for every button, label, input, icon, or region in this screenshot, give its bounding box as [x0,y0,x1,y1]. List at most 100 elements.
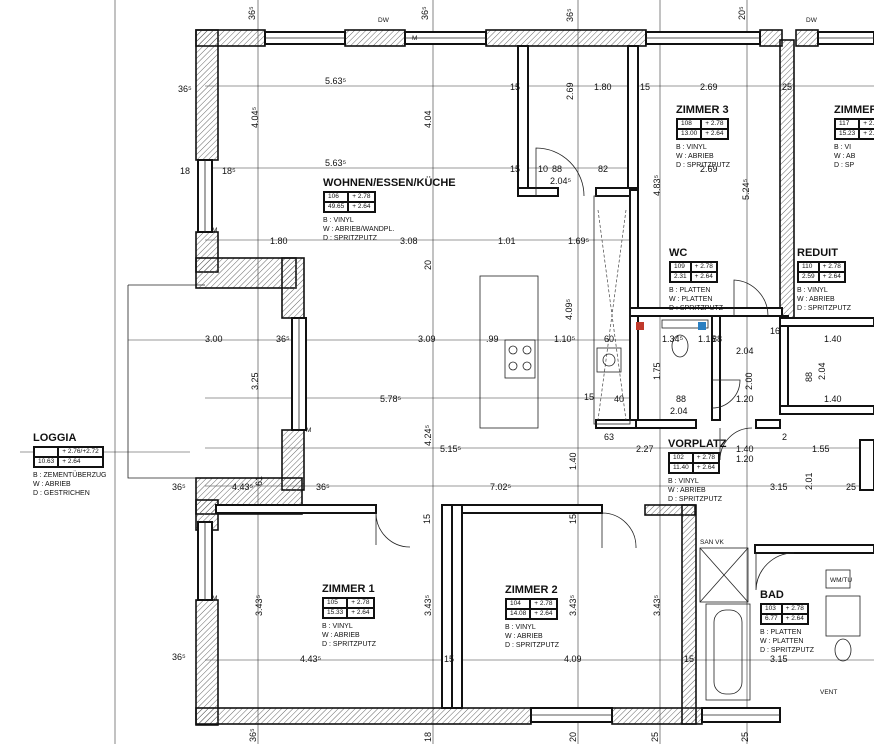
dim: 36⁵ [247,6,257,20]
dim: 2.69 [700,164,718,174]
room-tag: 110+ 2.78 2.59+ 2.64 [797,261,846,283]
spec-line: D : SPRITZPUTZ [676,162,731,169]
dim: 2.04 [736,346,754,356]
dim: 60 [604,334,614,344]
loggia-outline [127,284,205,479]
dim: 15 [684,654,694,664]
spec-line: D : SPRITZPUTZ [669,305,724,312]
dim: 15 [584,392,594,402]
spec-line: D : GESTRICHEN [33,490,90,497]
spec-line: B : VINYL [797,287,828,294]
spec-line: D : SPRITZPUTZ [322,641,377,648]
annotation-labels: DW DW M M M M SAN VK WM/TU VENT [212,17,852,696]
dim: 5.78⁵ [380,394,402,404]
m-label: M [212,595,217,602]
spec-line: B : VINYL [323,217,354,224]
dim: 18 [423,732,433,742]
dw-label: DW [806,17,818,24]
spec-line: B : VINYL [676,144,707,151]
dim: 82 [598,164,608,174]
room-tag: 117+ 2. 15.23+ 2. [834,118,874,140]
room-name: ZIMMER 2 [505,584,558,596]
dim: 1.10⁵ [554,334,576,344]
room-zimmer2: ZIMMER 2 104+ 2.78 14.08+ 2.64 B : VINYL… [505,584,559,650]
dim: 36⁵ [316,482,330,492]
dim: 2.04 [670,406,688,416]
dim: 4.09⁵ [564,298,574,320]
room-tag: 103+ 2.78 6.77+ 2.64 [760,603,809,625]
dw-label: DW [378,17,390,24]
dim: 2.69 [565,82,575,100]
dim: .99 [486,334,499,344]
dim: 1.16 [698,334,716,344]
dim: 16 [770,326,780,336]
room-tag: 105+ 2.78 15.33+ 2.64 [322,597,375,619]
dim: 25 [846,482,856,492]
dim: 2.01 [804,472,814,490]
dim: 88 [712,334,722,344]
dim: 1.34⁵ [662,334,684,344]
dim: 4.04⁵ [250,106,260,128]
spec-line: D : SPRITZPUTZ [505,642,560,649]
dim: 3.43⁵ [423,594,433,616]
spec-line: B : PLATTEN [669,287,711,294]
dim: 4.43⁵ [232,482,254,492]
dim: 3.43⁵ [652,594,662,616]
dim: 1.20 [736,454,754,464]
dim: 1.40 [824,334,842,344]
dim: 15 [568,514,578,524]
spec-line: B : VINYL [505,624,536,631]
room-tag: + 2.76/+2.72 10.63+ 2.64 [33,446,104,468]
dim: 1.69⁵ [568,236,590,246]
dim: 2.04 [817,362,827,380]
dim: 1.55 [812,444,830,454]
room-name: LOGGIA [33,432,77,444]
spec-line: D : SPRITZPUTZ [323,235,378,242]
dim: 36⁵ [172,652,186,662]
exterior-walls [195,29,819,726]
dim: 88 [804,372,814,382]
dim: 2.00 [744,372,754,390]
spec-line: B : PLATTEN [760,629,802,636]
room-zimmer-right: ZIMMER 117+ 2. 15.23+ 2. B : VI W : AB D… [834,104,874,170]
dim: 15 [640,82,650,92]
room-name: ZIMMER [834,104,874,116]
dim: 1.01 [498,236,516,246]
room-tag: 104+ 2.78 14.08+ 2.64 [505,598,558,620]
room-loggia: LOGGIA + 2.76/+2.72 10.63+ 2.64 B : ZEME… [33,432,107,498]
dim: 2 [782,432,787,442]
dim: 15 [444,654,454,664]
dim: 15 [510,164,520,174]
spec-line: B : ZEMENTÜBERZUG [33,472,107,479]
room-name: ZIMMER 1 [322,583,375,595]
dim: 3.15 [770,482,788,492]
dim: 61 [254,476,264,486]
dim: 36⁵ [172,482,186,492]
dim: 88 [676,394,686,404]
spec-line: D : SP [834,162,855,169]
spec-line: W : ABRIEB [33,481,71,488]
spec-line: W : PLATTEN [760,638,804,645]
spec-line: W : ABRIEB [676,153,714,160]
room-vorplatz: VORPLATZ 102+ 2.78 11.40+ 2.64 B : VINYL… [668,438,726,504]
spec-line: B : VINYL [668,478,699,485]
spec-line: D : SPRITZPUTZ [797,305,852,312]
spec-line: W : AB [834,153,856,160]
dim: 5.15⁵ [440,444,462,454]
room-reduit: REDUIT 110+ 2.78 2.59+ 2.64 B : VINYL W … [797,247,851,313]
dim: 20⁵ [737,6,747,20]
spec-line: W : ABRIEB [505,633,543,640]
dim: 3.25 [250,372,260,390]
spec-line: W : ABRIEB/WANDPL. [323,226,395,233]
kitchen-fixtures [479,195,631,429]
dim: 25 [782,82,792,92]
dim: 3.00 [205,334,223,344]
dim: 20 [568,732,578,742]
dim: 1.80 [270,236,288,246]
spec-line: W : ABRIEB [668,487,706,494]
dim: 4.83⁵ [652,174,662,196]
room-name: WC [669,247,688,259]
dim: 10 [538,164,548,174]
dim: 7.02⁵ [490,482,512,492]
spec-line: W : ABRIEB [797,296,835,303]
